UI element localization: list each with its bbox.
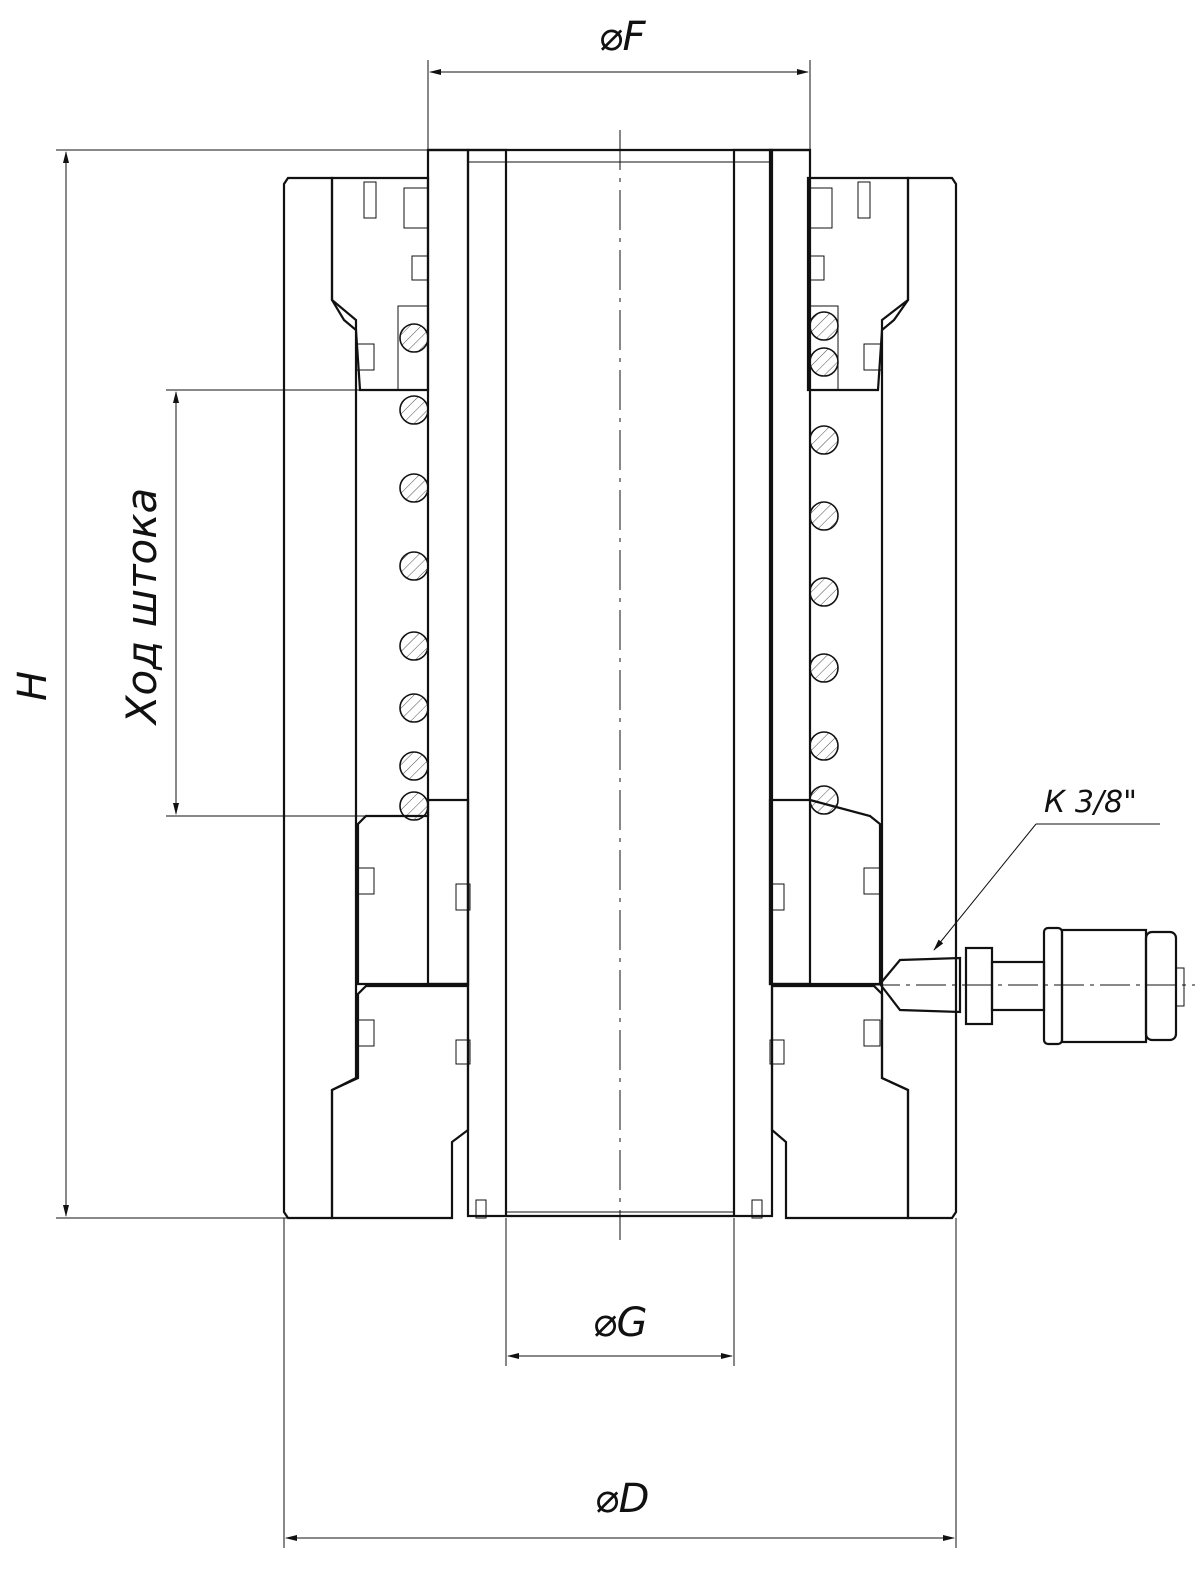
- spring-coil: [809, 731, 839, 761]
- spring-coil: [809, 653, 839, 683]
- quick-coupler: [878, 926, 1185, 1046]
- return-spring: [399, 311, 839, 821]
- spring-coil: [399, 551, 429, 581]
- spring-coil: [809, 577, 839, 607]
- dimension-F-label: ⌀F: [598, 14, 646, 60]
- bottom-base: [330, 984, 910, 1220]
- port-callout-label: К 3/8": [1044, 785, 1137, 820]
- spring-coil: [809, 311, 839, 341]
- spring-coil: [399, 631, 429, 661]
- dimension-stroke-label: Ход штока: [117, 488, 166, 727]
- inner-sleeve: [466, 148, 774, 1218]
- spring-coil: [399, 323, 429, 353]
- spring-coil: [399, 751, 429, 781]
- dimension-F: ⌀F: [427, 14, 811, 150]
- dimension-H: H: [10, 149, 428, 1219]
- spring-coil: [399, 395, 429, 425]
- dimension-stroke: Ход штока: [117, 389, 398, 817]
- spring-coil: [399, 693, 429, 723]
- dimension-G-label: ⌀G: [592, 1300, 647, 1346]
- piston: [356, 798, 882, 986]
- center-lines: [619, 130, 1195, 1240]
- dimension-G: ⌀G: [505, 1218, 735, 1366]
- dimension-D: ⌀D: [283, 1218, 957, 1548]
- dimension-H-label: H: [10, 671, 56, 701]
- spring-coil: [809, 347, 839, 377]
- port-callout: К 3/8": [933, 785, 1160, 951]
- spring-coil: [809, 501, 839, 531]
- spring-coil: [399, 473, 429, 503]
- plunger: [426, 148, 812, 986]
- spring-coil: [809, 425, 839, 455]
- dimension-D-label: ⌀D: [595, 1476, 650, 1522]
